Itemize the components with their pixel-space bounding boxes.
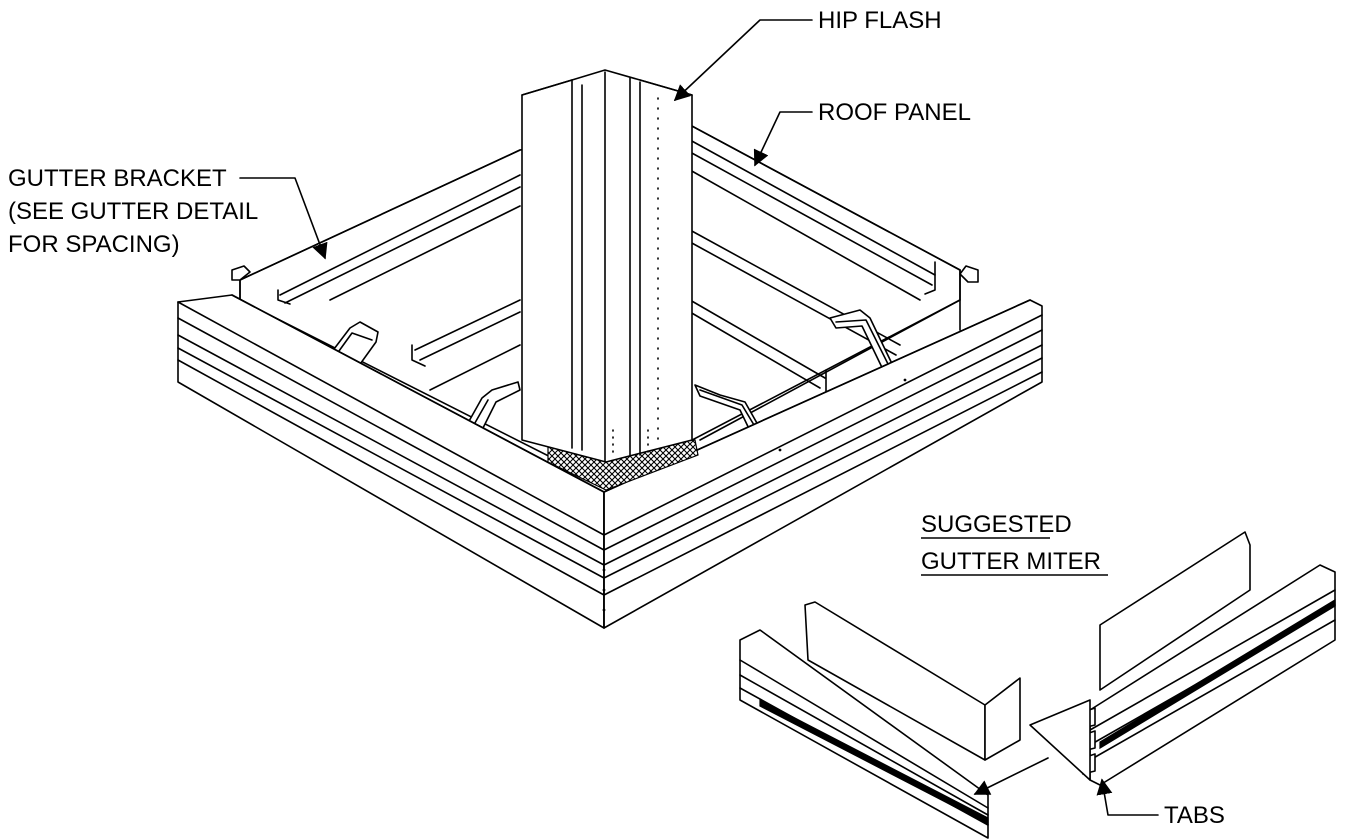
gutter-left	[177, 294, 605, 629]
tabs-label: TABS	[1164, 802, 1225, 829]
hip-flash-leader	[673, 19, 813, 102]
gutter-miter-detail	[739, 531, 1336, 839]
gutter-bracket-label-line2: (SEE GUTTER DETAIL	[8, 198, 258, 225]
roof-panel-ribs-left	[277, 174, 521, 391]
miter-left-piece	[739, 601, 1021, 839]
gutter-right	[602, 299, 1043, 629]
hip-flash	[521, 69, 693, 463]
miter-arrow	[973, 757, 1049, 795]
gutter-bracket-label-line1: GUTTER BRACKET	[8, 165, 227, 192]
miter-title-line1: SUGGESTED	[921, 511, 1072, 538]
hip-flash-label: HIP FLASH	[818, 7, 942, 34]
roof-panel-label: ROOF PANEL	[818, 99, 971, 126]
tabs-leader	[1096, 778, 1159, 816]
gutter-bracket-label-line3: FOR SPACING)	[8, 231, 180, 258]
roof-panel-leader	[753, 111, 813, 167]
gutter-bracket-leader	[239, 177, 328, 260]
miter-right-piece	[1029, 531, 1336, 786]
main-assembly	[177, 69, 1043, 629]
leader-lines	[239, 19, 1159, 816]
miter-title-line2: GUTTER MITER	[921, 548, 1101, 575]
